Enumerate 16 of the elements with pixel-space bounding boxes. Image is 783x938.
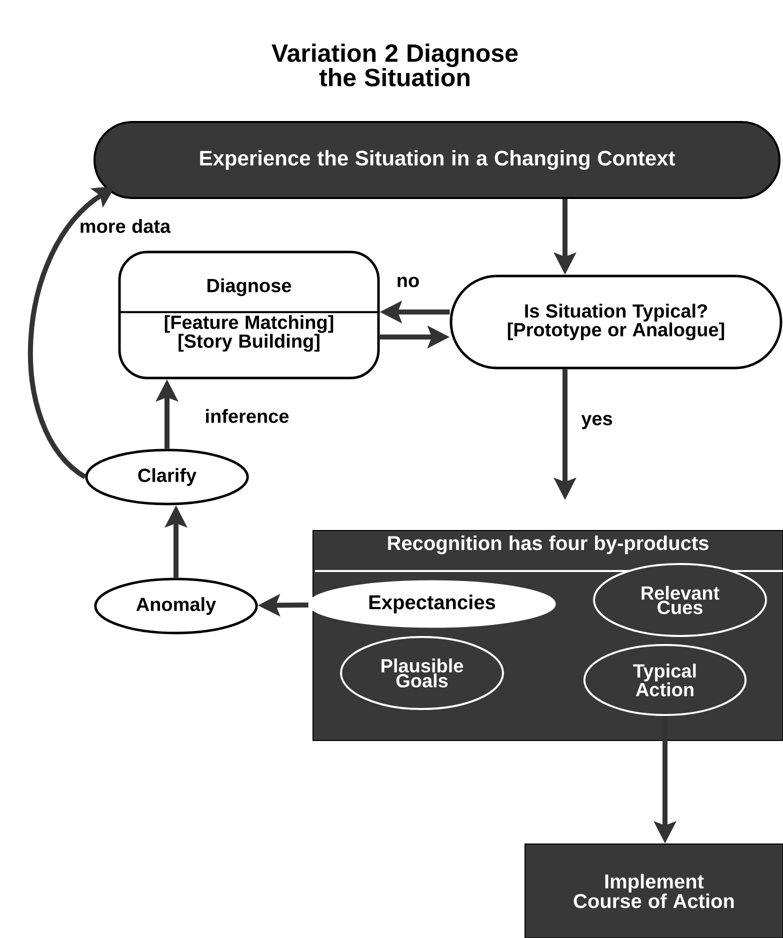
title: Variation 2 Diagnose the Situation	[272, 44, 518, 86]
process-box: Diagnose [Feature Matching] [Story Building]	[118, 250, 380, 380]
oval: Typical Action	[583, 644, 747, 716]
edge-label: yes	[580, 414, 614, 430]
node-label: Relevant Cues	[642, 586, 720, 614]
oval: Plausible Goals	[340, 636, 504, 710]
decision-pill: Is Situation Typical? [Prototype or Analogue]	[450, 274, 782, 370]
edge-label: inference	[204, 408, 290, 424]
pill: Experience the Situation in a Changing Context	[94, 121, 780, 199]
edge-label: no	[395, 276, 421, 288]
oval: Anomaly	[94, 578, 258, 634]
oval: Clarify	[85, 448, 249, 506]
edge-label: more data	[78, 218, 172, 234]
oval: Relevant Cues	[593, 563, 767, 637]
action-box: Implement Course of Action	[524, 844, 783, 938]
oval: Expectancies	[308, 580, 556, 628]
